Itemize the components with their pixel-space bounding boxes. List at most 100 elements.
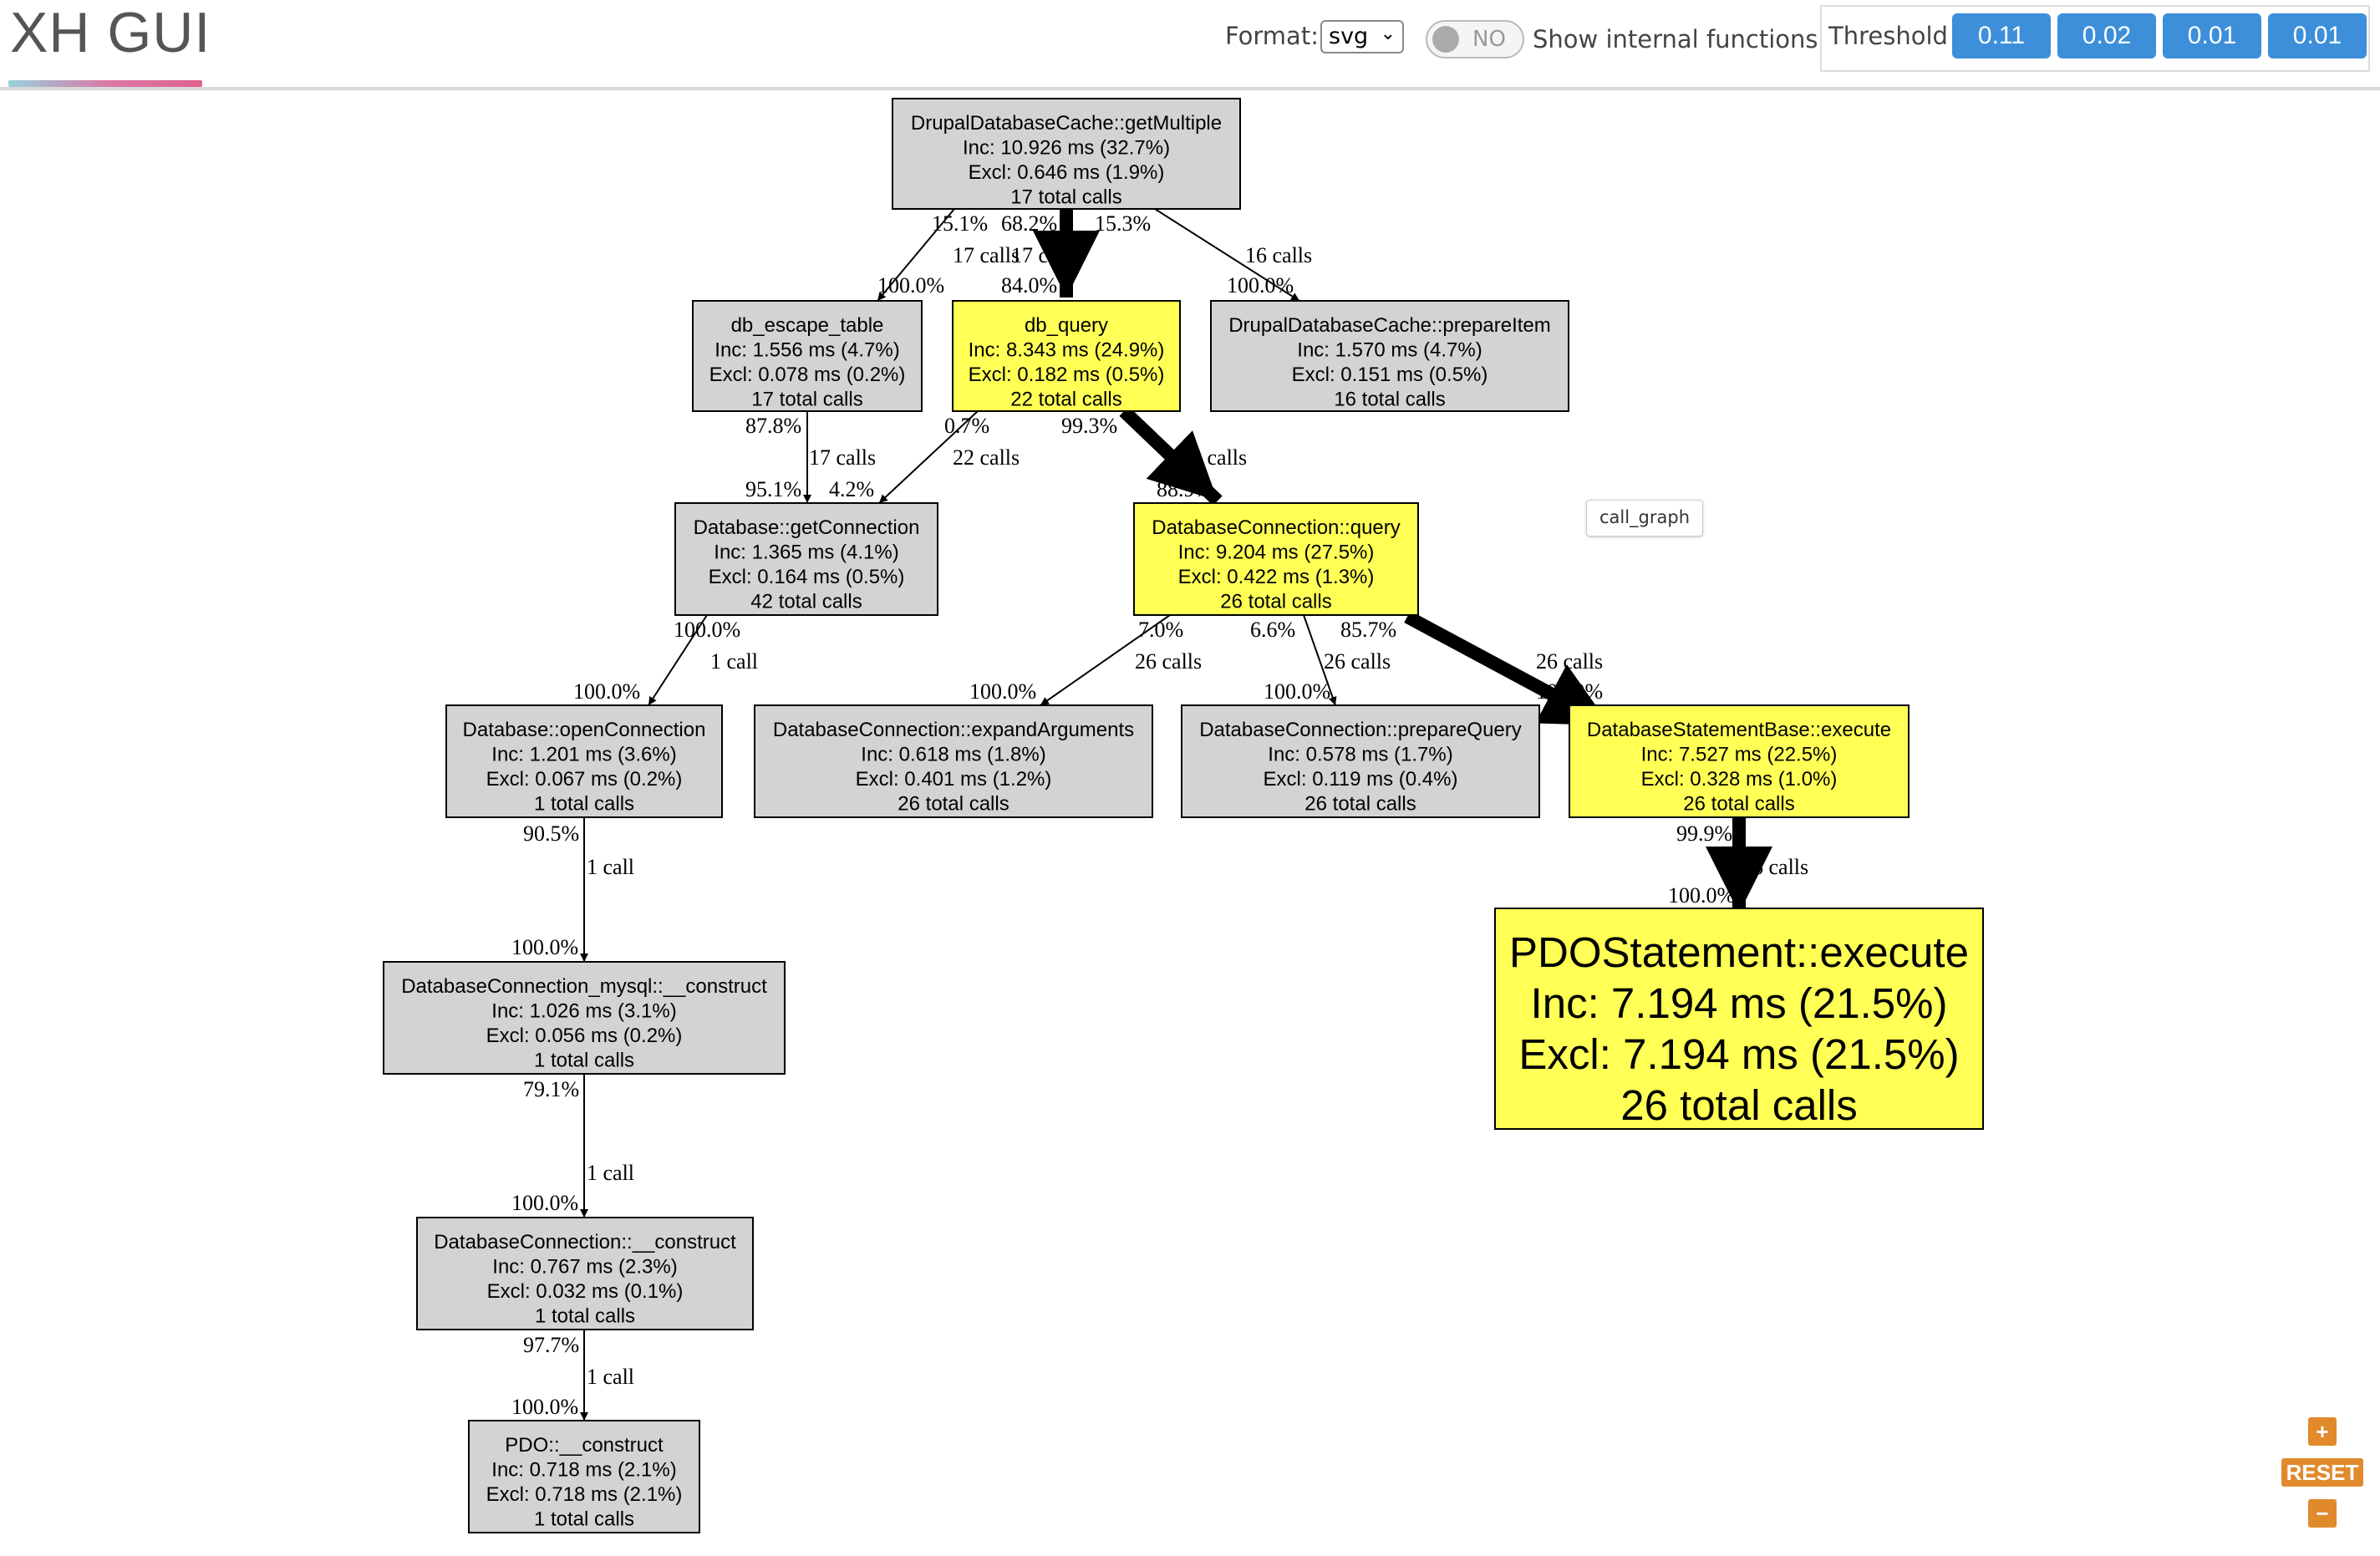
node-mysqlConstruct[interactable]: DatabaseConnection_mysql::__constructInc… [383, 961, 786, 1075]
node-label: DatabaseStatementBase::execute [1587, 719, 1891, 741]
edge-mysqlConstruct-dcConstruct[interactable]: 79.1% 1 call 100.0% [511, 1074, 634, 1218]
zoom-reset-button[interactable]: RESET [2281, 1458, 2363, 1487]
edge-label: 17 calls [953, 243, 1020, 267]
node-label: Excl: 0.067 ms (0.2%) [486, 768, 683, 791]
node-label: Excl: 0.032 ms (0.1%) [487, 1280, 684, 1303]
edge-label: 100.0% [969, 679, 1036, 704]
node-label: 1 total calls [534, 1508, 634, 1531]
node-label: DatabaseConnection_mysql::__construct [401, 975, 767, 998]
node-box [1133, 502, 1419, 616]
threshold-button-3[interactable]: 0.01 [2163, 13, 2261, 58]
node-label: Inc: 9.204 ms (27.5%) [1178, 542, 1375, 564]
internal-functions-toggle[interactable]: NO [1426, 20, 1524, 58]
edge-label: 88.9% [1157, 477, 1213, 501]
node-label: Inc: 1.026 ms (3.1%) [491, 1000, 676, 1023]
node-box [952, 300, 1181, 412]
node-box [1494, 908, 1984, 1130]
node-label: 22 total calls [1010, 389, 1121, 411]
edge-label: 17 calls [1011, 243, 1078, 267]
node-label: 26 total calls [898, 793, 1009, 816]
edge-label: 100.0% [1536, 679, 1603, 704]
format-select[interactable]: svg ⌄ [1320, 20, 1404, 53]
edge-line [648, 614, 708, 706]
edge-label: 87.8% [745, 414, 801, 438]
logo-underline [8, 80, 202, 87]
node-label: Inc: 1.201 ms (3.6%) [491, 744, 676, 766]
node-label: db_escape_table [731, 314, 884, 337]
edge-label: 26 calls [1536, 649, 1603, 674]
edge-line [877, 208, 955, 302]
edge-label: 22 calls [1180, 445, 1247, 470]
edge-label: 97.7% [523, 1333, 579, 1357]
node-label: Inc: 0.767 ms (2.3%) [492, 1256, 677, 1279]
edge-label: 4.2% [829, 477, 874, 501]
node-label: PDOStatement::execute [1509, 928, 1969, 976]
threshold-button-4[interactable]: 0.01 [2268, 13, 2367, 58]
node-box [692, 300, 923, 412]
edge-label: 6.6% [1250, 618, 1295, 642]
edge-label: 1 call [710, 649, 758, 674]
edge-label: 15.3% [1095, 211, 1151, 236]
node-label: Excl: 0.401 ms (1.2%) [856, 768, 1052, 791]
node-label: Excl: 7.194 ms (21.5%) [1518, 1030, 1959, 1078]
node-label: 16 total calls [1334, 389, 1445, 411]
node-label: Excl: 0.182 ms (0.5%) [969, 364, 1165, 386]
edge-label: 1 call [587, 1365, 634, 1389]
edge-label: 100.0% [511, 1191, 578, 1215]
node-label: Inc: 8.343 ms (24.9%) [969, 339, 1165, 362]
node-box [1210, 300, 1569, 412]
edge-label: 1 call [587, 855, 634, 879]
edge-label: 95.1% [745, 477, 801, 501]
edge-label: 79.1% [523, 1077, 579, 1101]
edge-label: 1 call [587, 1161, 634, 1185]
zoom-out-button[interactable]: − [2308, 1499, 2337, 1528]
format-select-value: svg [1329, 23, 1369, 49]
edge-line [878, 410, 979, 504]
threshold-button-2[interactable]: 0.02 [2057, 13, 2156, 58]
node-label: Excl: 0.056 ms (0.2%) [486, 1025, 683, 1047]
node-box [1569, 704, 1910, 818]
edge-label: 90.5% [523, 821, 579, 846]
node-label: Database::openConnection [463, 719, 706, 741]
node-label: DrupalDatabaseCache::getMultiple [911, 112, 1222, 135]
edge-label: 100.0% [1668, 883, 1735, 908]
node-box [892, 98, 1241, 210]
node-box [383, 961, 786, 1075]
node-expandArguments[interactable]: DatabaseConnection::expandArgumentsInc: … [754, 704, 1153, 818]
edge-label: 100.0% [1227, 273, 1294, 297]
node-box [468, 1420, 700, 1533]
zoom-in-button[interactable]: + [2308, 1417, 2337, 1446]
node-label: DatabaseConnection::prepareQuery [1199, 719, 1522, 741]
header-divider [0, 87, 2380, 90]
graph-tooltip: call_graph [1586, 500, 1703, 536]
node-label: Inc: 1.570 ms (4.7%) [1297, 339, 1482, 362]
threshold-button-1[interactable]: 0.11 [1952, 13, 2051, 58]
node-label: 26 total calls [1620, 1081, 1858, 1129]
node-label: Inc: 1.365 ms (4.1%) [714, 542, 898, 564]
